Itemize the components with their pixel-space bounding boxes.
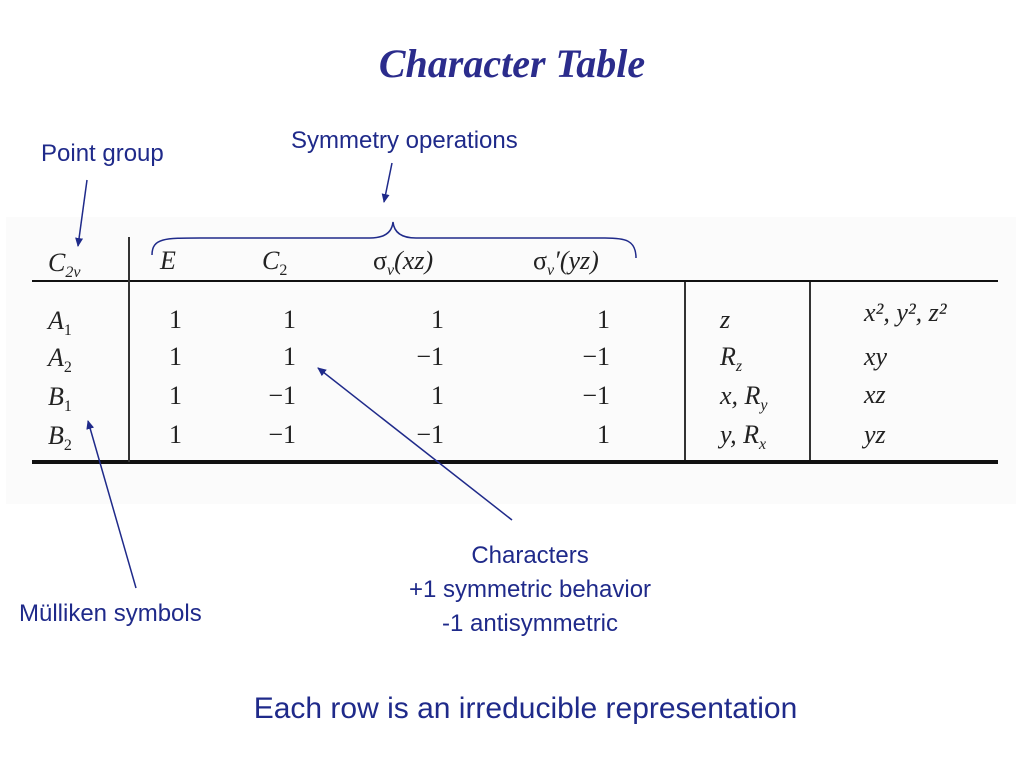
- mulliken-symbols-arrow: [86, 420, 137, 589]
- irrep-label: B1: [48, 382, 72, 416]
- character-value: 1: [169, 305, 182, 334]
- character-value: −1: [416, 420, 444, 449]
- characters-arrow: [317, 367, 513, 521]
- character-value: 1: [169, 381, 182, 410]
- mulliken-symbols-callout: Mülliken symbols: [19, 600, 202, 627]
- character-value: 1: [169, 420, 182, 449]
- table-divider-quadratic: [809, 282, 811, 460]
- character-value: 1: [597, 420, 610, 449]
- op-header-C2: C2: [262, 246, 288, 280]
- quadratic-function: xy: [864, 342, 888, 371]
- characters-line-3: -1 antisymmetric: [441, 610, 619, 637]
- point-group-symbol: C2v: [48, 248, 81, 282]
- character-value: 1: [431, 305, 444, 334]
- slide-title: Character Table: [378, 41, 646, 86]
- symmetry-operations-arrow: [381, 162, 393, 203]
- table-bottom-rule: [32, 460, 998, 464]
- linear-function: Rz: [720, 342, 743, 376]
- linear-function: z: [720, 305, 731, 334]
- op-header-E: E: [160, 246, 176, 275]
- character-value: 1: [597, 305, 610, 334]
- character-value: −1: [416, 342, 444, 371]
- character-value: 1: [283, 305, 296, 334]
- character-value: 1: [431, 381, 444, 410]
- op-header-sigma-v-prime-yz: σv′(yz): [533, 246, 599, 280]
- symmetry-operations-callout: Symmetry operations: [291, 127, 518, 154]
- point-group-callout: Point group: [41, 140, 164, 167]
- symmetry-operations-brace: [151, 221, 637, 259]
- linear-function: x, Ry: [720, 381, 768, 415]
- character-value: −1: [268, 381, 296, 410]
- quadratic-function: yz: [864, 420, 886, 449]
- table-divider-linear: [684, 282, 686, 460]
- character-value: −1: [582, 342, 610, 371]
- character-value: −1: [268, 420, 296, 449]
- characters-line-2: +1 symmetric behavior: [408, 576, 652, 603]
- character-value: 1: [169, 342, 182, 371]
- footer-statement: Each row is an irreducible representatio…: [253, 692, 798, 725]
- irrep-label: B2: [48, 421, 72, 455]
- character-table-image: [6, 217, 1016, 504]
- quadratic-function: xz: [864, 380, 886, 409]
- irrep-label: A2: [48, 343, 72, 377]
- linear-function: y, Rx: [720, 420, 767, 454]
- character-value: 1: [283, 342, 296, 371]
- irrep-label: A1: [48, 306, 72, 340]
- point-group-arrow: [75, 179, 88, 247]
- op-header-sigma-v-xz: σv(xz): [373, 246, 434, 280]
- characters-line-1: Characters: [471, 542, 589, 569]
- table-header-rule: [32, 280, 998, 282]
- characters-callout: Characters +1 symmetric behavior -1 anti…: [360, 539, 700, 641]
- character-value: −1: [582, 381, 610, 410]
- table-divider-main: [128, 237, 130, 462]
- quadratic-function: x², y², z²: [864, 298, 947, 327]
